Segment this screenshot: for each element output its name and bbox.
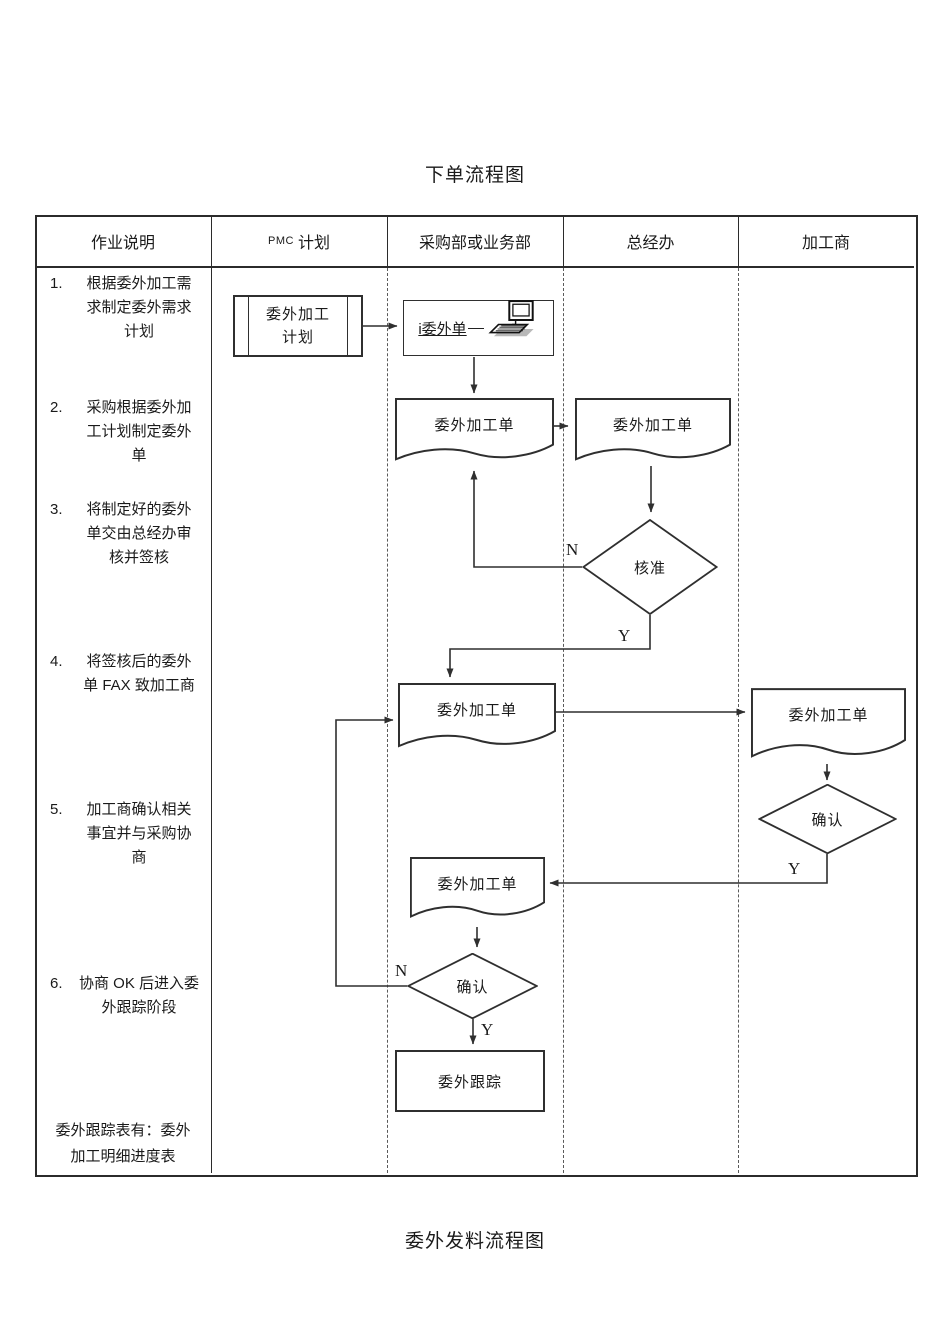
column-divider-1 xyxy=(211,215,212,1173)
column-divider-4-dashed xyxy=(738,268,739,1173)
system-entry-box: i委外单 xyxy=(403,300,554,356)
arrow-approve-n-loop xyxy=(470,470,582,568)
branch-label-y-approve: Y xyxy=(618,626,631,645)
document-order-processor: 委外加工单 xyxy=(751,688,906,766)
arrow-confirm2-n-loop xyxy=(335,716,407,987)
step-5: 5. 加工商确认相关 事宜并与采购协 商 xyxy=(50,801,192,866)
computer-icon xyxy=(485,298,539,346)
step-2: 2. 采购根据委外加 工计划制定委外 单 xyxy=(50,399,192,464)
header-separator-line xyxy=(35,266,914,268)
document-order-confirmed: 委外加工单 xyxy=(410,857,545,925)
header-divider-2 xyxy=(387,215,388,266)
page-title-top: 下单流程图 xyxy=(424,165,525,186)
document-order-gm: 委外加工单 xyxy=(575,398,731,468)
header-divider-3 xyxy=(563,215,564,266)
process-box-tracking: 委外跟踪 xyxy=(395,1050,545,1112)
step-3: 3. 将制定好的委外 单交由总经办审 核并签核 xyxy=(50,501,192,566)
approve-decision-diamond: 核准 xyxy=(582,519,718,615)
confirm-decision-diamond-processor: 确认 xyxy=(758,784,897,854)
predefined-process-bar-right xyxy=(347,297,348,355)
system-entry-label: i委外单 xyxy=(418,320,467,338)
column-divider-3-dashed xyxy=(563,268,564,1173)
predefined-process-bar-left xyxy=(248,297,249,355)
document-order-purchasing: 委外加工单 xyxy=(395,398,554,468)
document-order-fax: 委外加工单 xyxy=(398,683,556,755)
tracking-forms-note: 委外跟踪表有：委外 加工明细进度表 xyxy=(55,1122,191,1165)
header-processor: 加工商 xyxy=(801,234,850,252)
page-title-bottom: 委外发料流程图 xyxy=(404,1231,545,1252)
header-divider-4 xyxy=(738,215,739,266)
branch-label-y-confirm2: Y xyxy=(481,1020,494,1039)
branch-label-n-confirm2: N xyxy=(395,961,408,980)
branch-label-y-confirm1: Y xyxy=(788,859,801,878)
header-pmc-plan: PMC 计划 xyxy=(268,234,330,252)
step-4: 4. 将签核后的委外 单 FAX 致加工商 xyxy=(50,653,195,694)
connector-line xyxy=(467,327,484,329)
step-1: 1. 根据委外加工需 求制定委外需求 计划 xyxy=(50,275,192,340)
arrow-approve-y xyxy=(446,615,651,678)
header-purchasing-dept: 采购部或业务部 xyxy=(418,234,531,252)
confirm-decision-diamond-purchasing: 确认 xyxy=(407,953,538,1019)
branch-label-n-approve: N xyxy=(566,540,579,559)
arrow-confirm-y-to-purchase xyxy=(549,854,828,887)
step-6: 6. 协商 OK 后进入委 外跟踪阶段 xyxy=(50,975,199,1016)
header-job-description: 作业说明 xyxy=(90,234,155,252)
predefined-process-outsourcing-plan: 委外加工 计划 xyxy=(233,295,363,357)
swimlane-table-border xyxy=(35,215,918,1177)
header-gm-office: 总经办 xyxy=(626,234,675,252)
